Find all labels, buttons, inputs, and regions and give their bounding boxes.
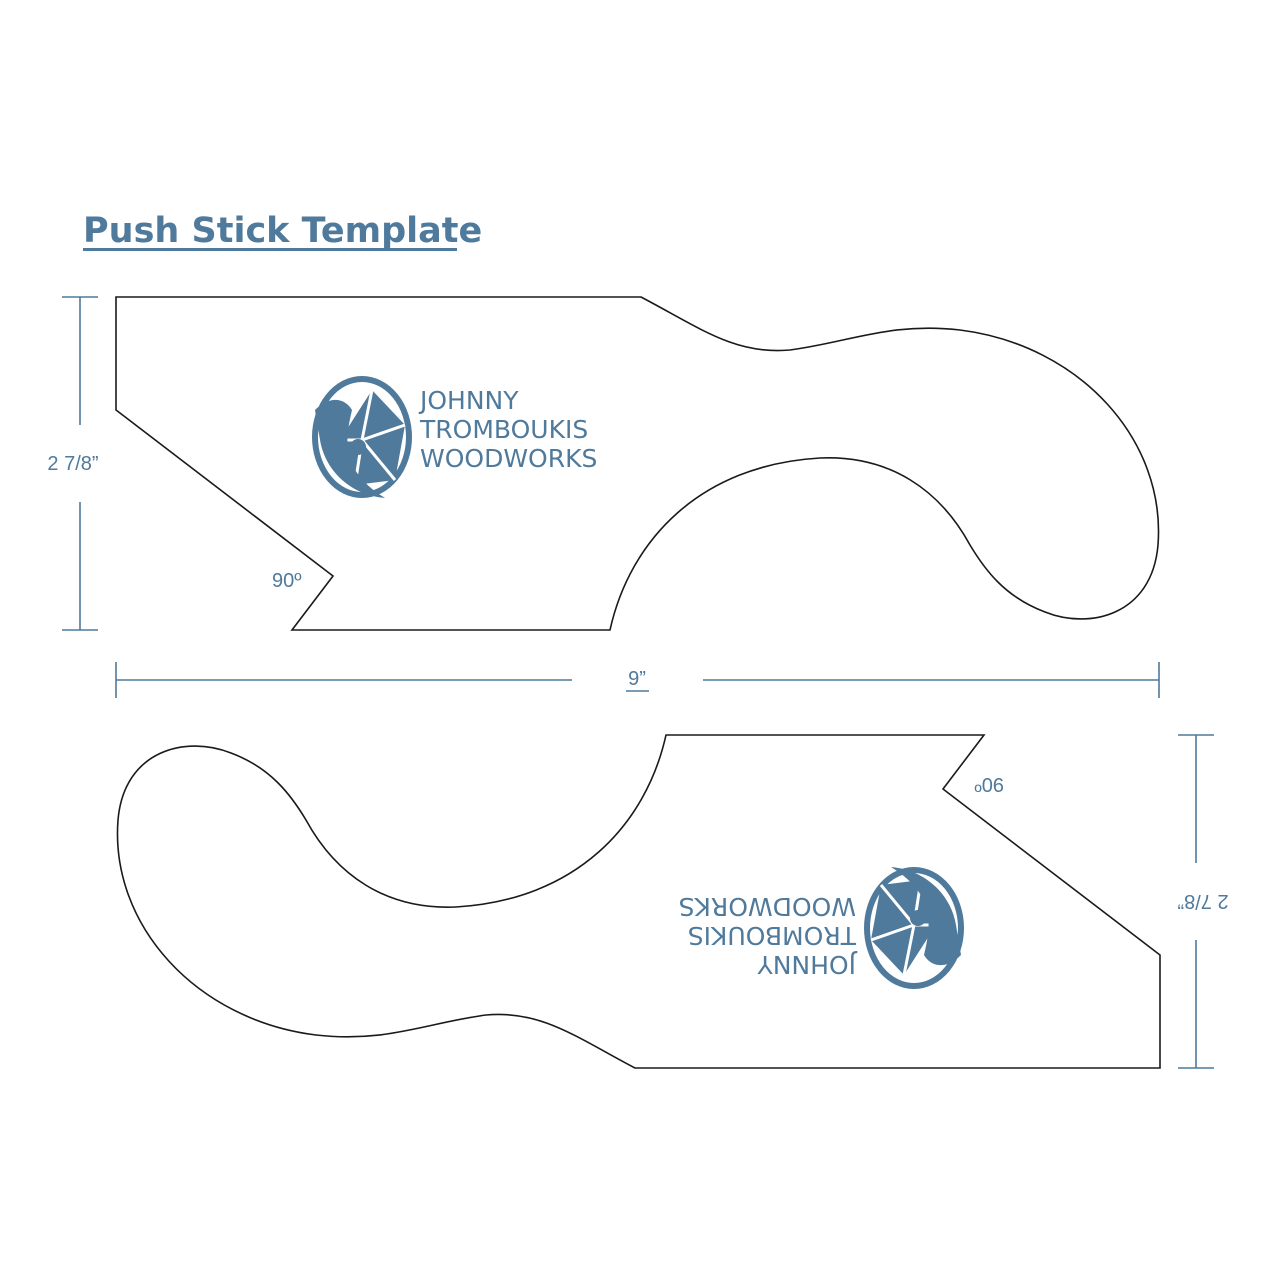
push-stick-template-top: 90º JOHNNY TROMBOUKIS WOODWORKS 2 7/8”: [47, 296, 1160, 631]
angle-label: 90º: [974, 773, 1004, 795]
push-stick-template-bottom: 90º JOHNNY TROMBOUKIS WOODWORKS 2 7/8”: [116, 734, 1229, 1069]
logo-text-line2: TROMBOUKIS: [688, 921, 857, 950]
height-label: 2 7/8”: [47, 453, 98, 475]
logo-emblem-icon: [312, 376, 412, 498]
length-dimension: 9”: [115, 662, 1160, 698]
page-title: Push Stick Template: [83, 211, 482, 251]
logo-text-line3: WOODWORKS: [420, 444, 597, 473]
logo-text-line1: JOHNNY: [757, 950, 858, 979]
height-dimension: 2 7/8”: [47, 296, 99, 631]
height-dimension: 2 7/8”: [1177, 734, 1229, 1069]
logo-text-line1: JOHNNY: [418, 386, 519, 415]
logo-text-line3: WOODWORKS: [679, 892, 856, 921]
height-label: 2 7/8”: [1177, 890, 1228, 912]
logo-emblem-icon: [864, 867, 964, 989]
angle-label: 90º: [272, 570, 302, 592]
length-label: 9”: [628, 668, 646, 690]
push-stick-outline: [116, 734, 1161, 1069]
push-stick-outline: [115, 296, 1160, 631]
logo-text-line2: TROMBOUKIS: [419, 415, 588, 444]
title-underline: [83, 248, 457, 251]
